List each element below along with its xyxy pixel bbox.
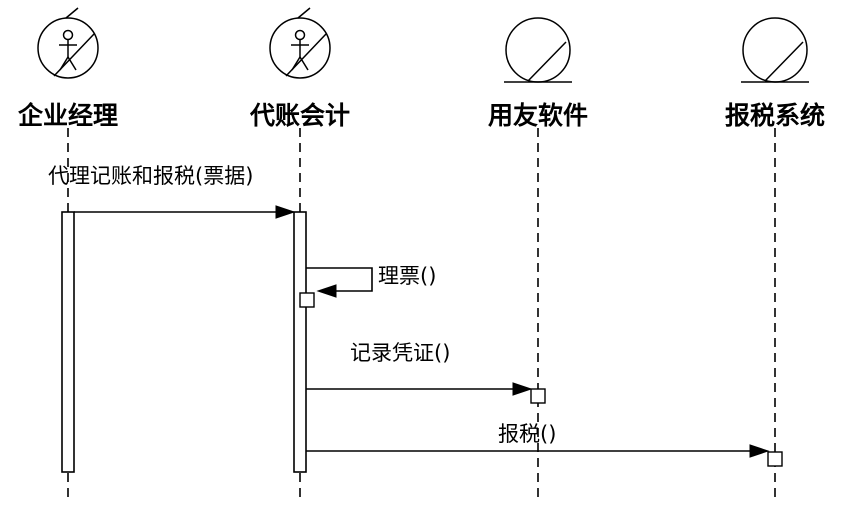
execution-box-tax: [767, 451, 783, 467]
participant-label-tax: 报税系统: [725, 101, 825, 130]
execution-box-self: [299, 292, 315, 308]
entity-icon-tax: [741, 17, 809, 83]
message-line-2: [306, 267, 373, 292]
activation-bar-manager: [61, 211, 75, 473]
message-label-4: 报税(): [498, 422, 556, 446]
activation-bar-accountant: [293, 211, 307, 473]
actor-icon-manager: [37, 7, 99, 79]
message-arrowhead-2: [316, 284, 337, 298]
message-label-3: 记录凭证(): [350, 341, 450, 365]
message-label-1: 代理记账和报税(票据): [48, 164, 253, 188]
message-arrowhead-1: [275, 205, 296, 219]
actor-icon-accountant: [269, 7, 331, 79]
participant-label-yonyou: 用友软件: [488, 101, 588, 130]
message-arrowhead-4: [749, 444, 770, 458]
message-arrowhead-3: [512, 382, 533, 396]
message-label-2: 理票(): [378, 264, 436, 288]
participant-label-accountant: 代账会计: [249, 101, 350, 130]
participant-label-manager: 企业经理: [18, 101, 118, 130]
entity-icon-yonyou: [504, 17, 572, 83]
execution-box-yonyou: [530, 388, 546, 404]
